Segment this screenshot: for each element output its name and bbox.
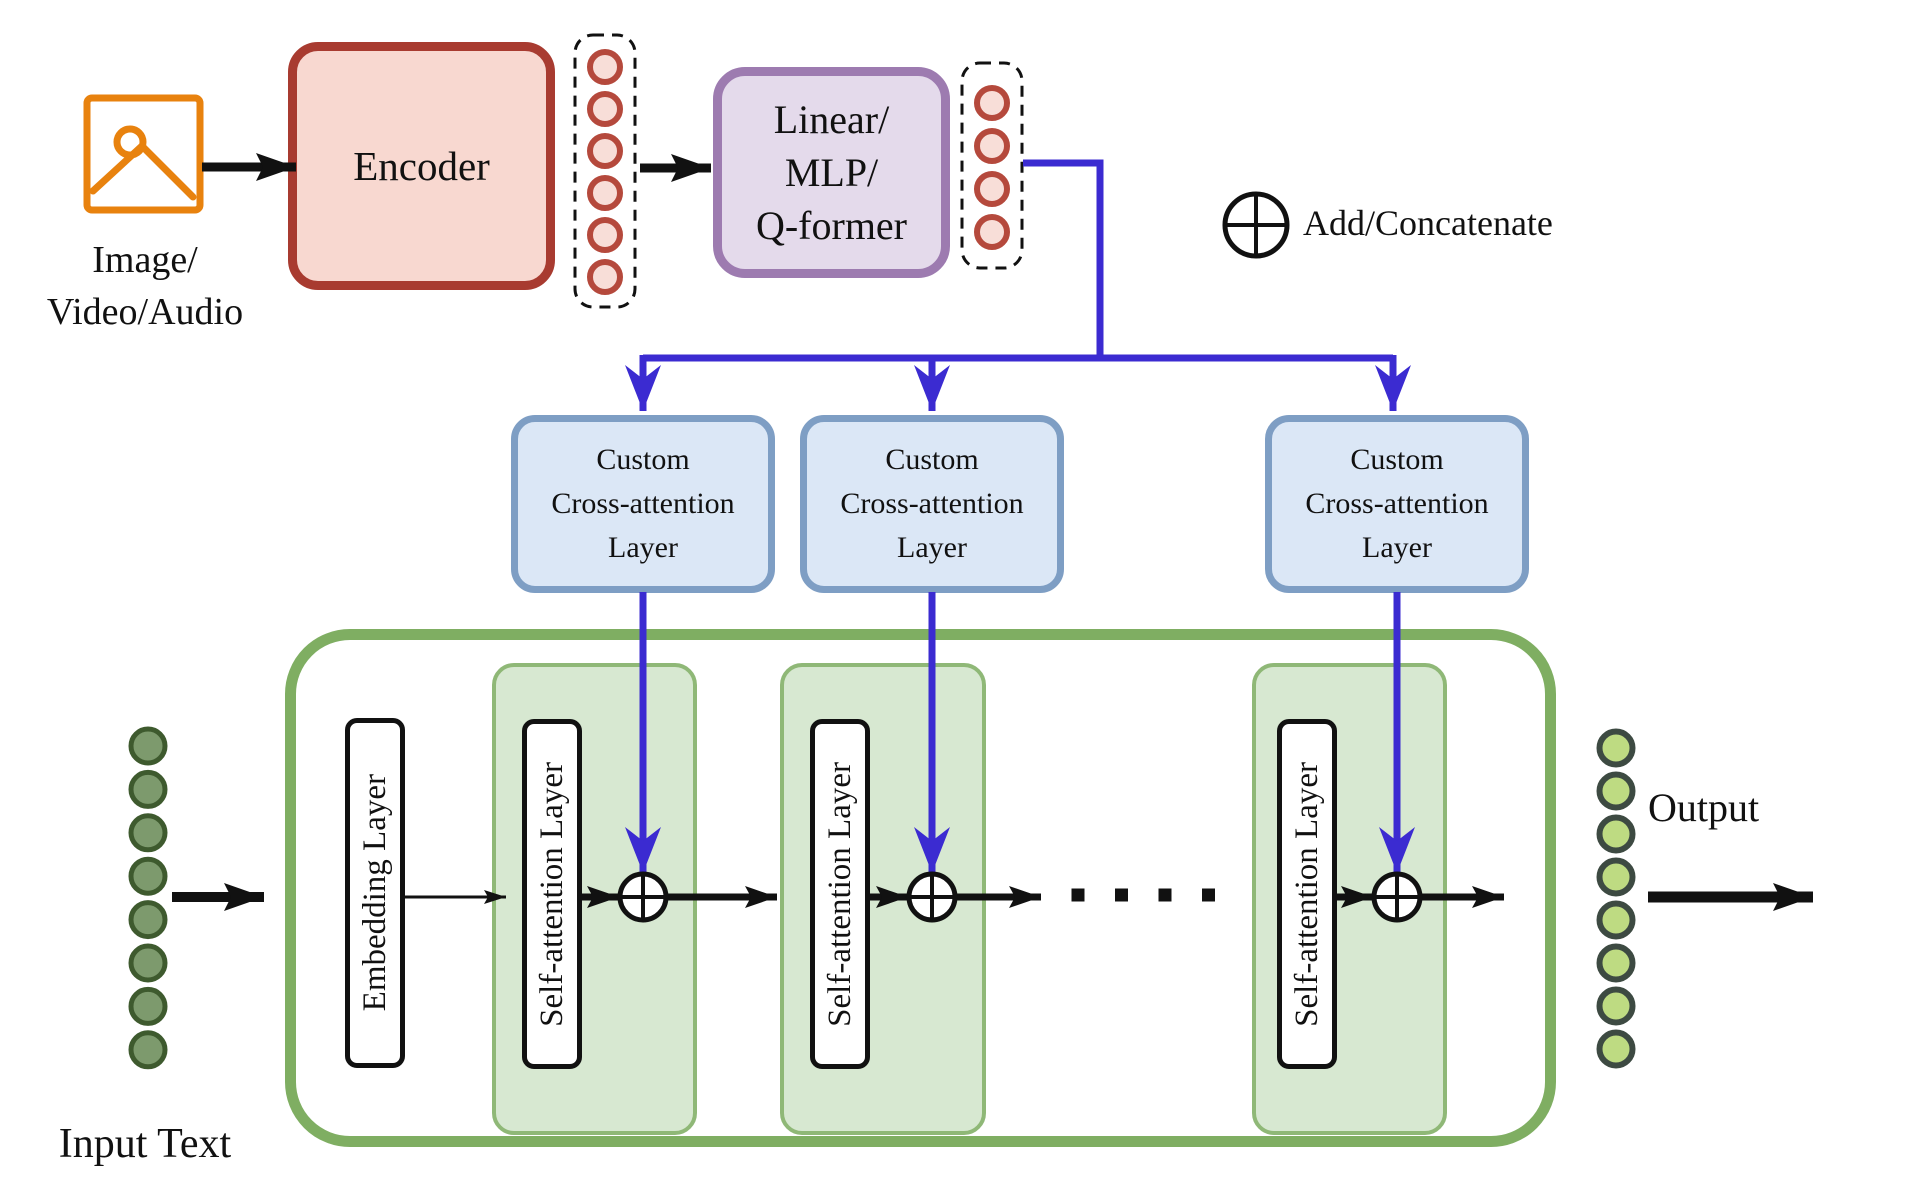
embedding-layer-label: Embedding Layer [356, 774, 393, 1012]
cross-attention-box-3: Custom Cross-attention Layer [1265, 415, 1529, 593]
cross-attention-label-line1: Custom [1350, 443, 1444, 476]
projector-output-token [974, 128, 1010, 164]
media-input-label-line2: Video/Audio [46, 291, 244, 333]
legend-label: Add/Concatenate [1303, 203, 1553, 243]
cross-attention-box-1: Custom Cross-attention Layer [511, 415, 775, 593]
output-token [1596, 857, 1636, 897]
input-text-token [128, 726, 168, 766]
cross-attention-label-line2: Cross-attention [1305, 487, 1489, 520]
projector-token-column-frame [960, 61, 1024, 270]
encoder-output-token [587, 217, 623, 253]
encoder-box: Encoder [288, 42, 555, 290]
cross-attention-box-2: Custom Cross-attention Layer [800, 415, 1064, 593]
media-icon [83, 94, 204, 214]
input-text-token [128, 856, 168, 896]
cross-attention-label-line2: Cross-attention [551, 487, 735, 520]
encoder-output-token [587, 49, 623, 85]
cross-attention-label-line3: Layer [897, 531, 967, 564]
output-label: Output [1648, 785, 1760, 830]
projector-output-token [974, 171, 1010, 207]
projector-label-line3: Q-former [755, 203, 908, 248]
projector-output-token [974, 85, 1010, 121]
output-token [1596, 900, 1636, 940]
input-text-token [128, 1030, 168, 1070]
output-token [1596, 771, 1636, 811]
encoder-output-token [587, 133, 623, 169]
output-token [1596, 814, 1636, 854]
cross-attention-label-line2: Cross-attention [840, 487, 1024, 520]
self-attention-layer-box-3: Self-attention Layer [1277, 719, 1337, 1069]
encoder-token-column-frame [573, 33, 637, 309]
input-text-token [128, 813, 168, 853]
projector-box: Linear/ MLP/ Q-former [713, 67, 950, 278]
self-attention-layer-label: Self-attention Layer [1288, 761, 1325, 1027]
input-text-token [128, 769, 168, 809]
cross-attention-label-line1: Custom [885, 443, 979, 476]
input-text-token [128, 900, 168, 940]
encoder-output-token [587, 91, 623, 127]
encoder-label: Encoder [353, 143, 490, 189]
projector-output-token [974, 214, 1010, 250]
blue-feed-line [1023, 159, 1104, 358]
media-input-label-line1: Image/ [92, 239, 198, 281]
cross-attention-label-line3: Layer [1362, 531, 1432, 564]
encoder-output-token [587, 175, 623, 211]
input-text-label: Input Text [58, 1121, 232, 1167]
legend-add-icon [1222, 191, 1290, 259]
input-text-token [128, 986, 168, 1026]
projector-label-line1: Linear/ [773, 97, 890, 142]
output-token [1596, 728, 1636, 768]
media-input-label: Image/ Video/Audio [10, 234, 280, 338]
input-text-token [128, 943, 168, 983]
self-attention-layer-box-2: Self-attention Layer [810, 719, 870, 1069]
output-token [1596, 1029, 1636, 1069]
llm-container [285, 629, 1556, 1147]
embedding-layer-box: Embedding Layer [345, 718, 405, 1068]
cross-attention-label-line1: Custom [596, 443, 690, 476]
self-attention-layer-label: Self-attention Layer [533, 761, 570, 1027]
output-token [1596, 986, 1636, 1026]
cross-attention-label-line3: Layer [608, 531, 678, 564]
self-attention-layer-box-1: Self-attention Layer [522, 719, 582, 1069]
projector-label-line2: MLP/ [784, 150, 879, 195]
self-attention-layer-label: Self-attention Layer [821, 761, 858, 1027]
encoder-output-token [587, 259, 623, 295]
output-token [1596, 943, 1636, 983]
